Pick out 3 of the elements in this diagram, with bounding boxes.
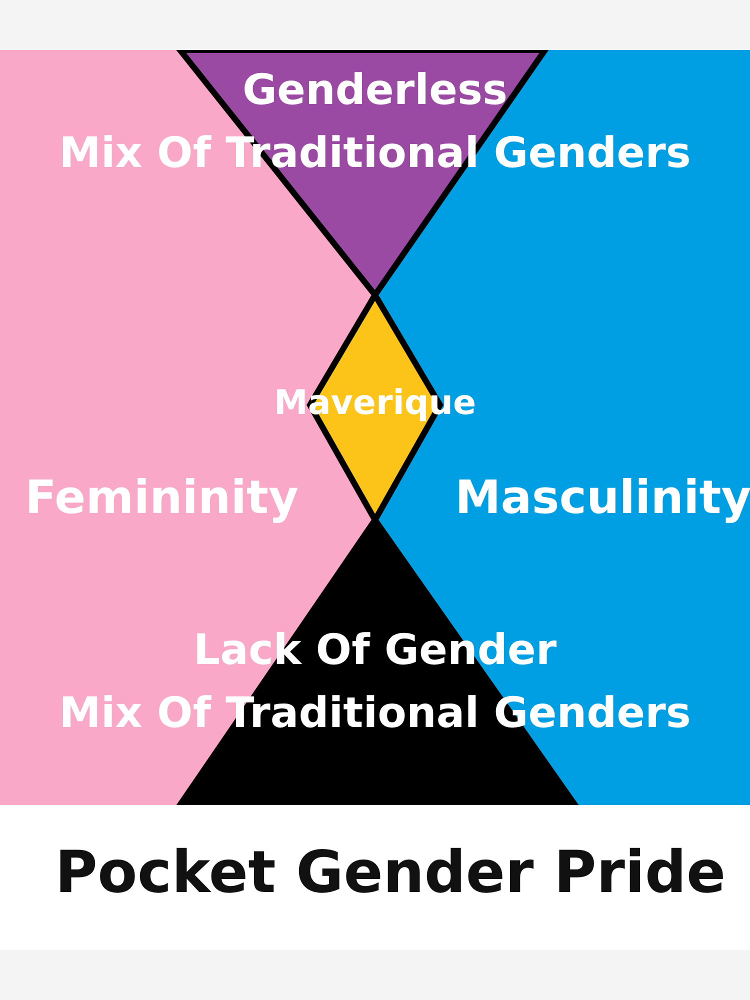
- caption: Pocket Gender Pride: [55, 838, 726, 906]
- heading-label: Genderless: [242, 65, 508, 114]
- region-label: Femininity: [25, 470, 298, 524]
